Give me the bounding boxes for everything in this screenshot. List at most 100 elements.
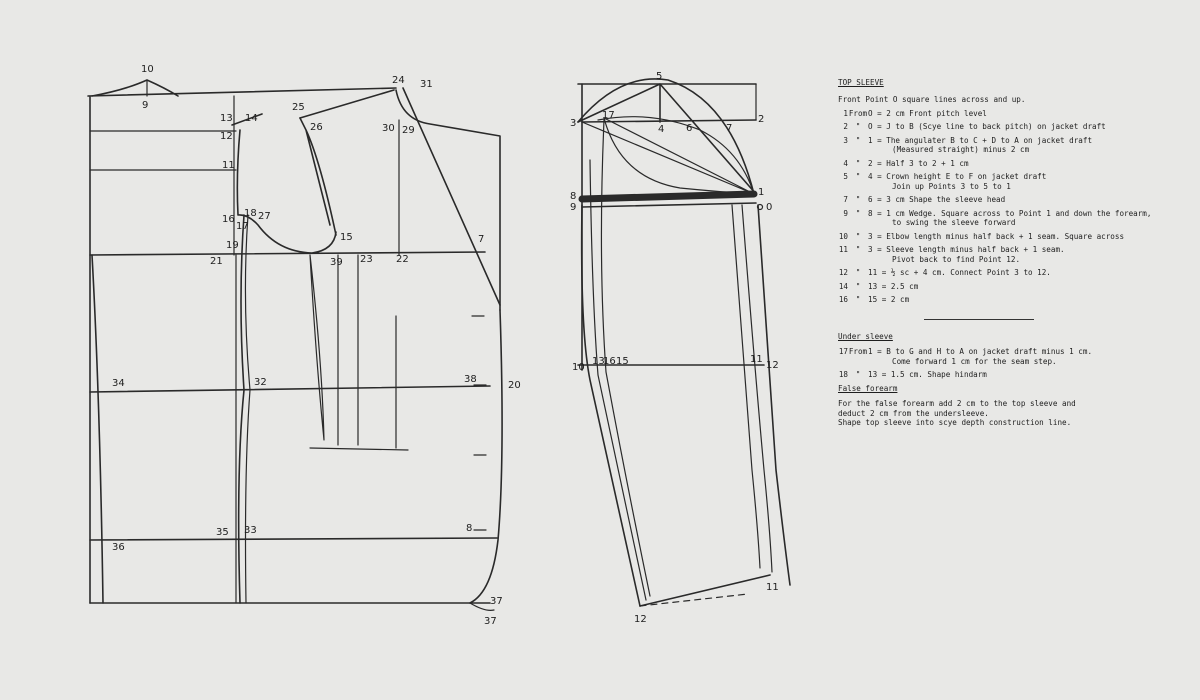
jacket-front-curve [469, 309, 503, 604]
instruction-step: 3"1 = The angulater B to C + D to A on j… [838, 136, 1178, 155]
jacket-point-label: 32 [254, 377, 267, 388]
step-ditto: " [855, 281, 861, 291]
jacket-front-shoulder [299, 89, 395, 119]
step-text: 2 = Half 3 to 2 + 1 cm [868, 158, 969, 168]
step-number: 7 [843, 195, 848, 205]
jacket-point-label: 18 [244, 208, 257, 219]
instruction-step: 10"3 = Elbow length minus half back + 1 … [838, 232, 1178, 241]
sleeve-point-label: 11 [750, 354, 763, 365]
instruction-step: 16"15 = 2 cm [838, 295, 1178, 304]
sleeve-hindarm-outer [580, 204, 641, 607]
jacket-point-label: 13 [220, 113, 233, 124]
step-number: 3 [843, 135, 848, 145]
sleeve-crown-triangle [577, 83, 757, 195]
false-forearm-heading: False forearm [838, 383, 898, 393]
jacket-point-label: 39 [330, 257, 343, 268]
step-text: 3 = Elbow length minus half back + 1 sea… [868, 231, 1125, 241]
step-number: 12 [838, 268, 848, 278]
sleeve-point-label: 6 [686, 123, 692, 134]
jacket-point-label: 25 [292, 102, 305, 113]
step-text-wrap: 3 = Sleeve length minus half back + 1 se… [868, 245, 1178, 264]
step-number: 11 [838, 245, 848, 255]
sleeve-point-label: 16 [603, 356, 616, 367]
step-text: 15 = 2 cm [868, 295, 910, 305]
step-continuation: (Measured straight) minus 2 cm [892, 145, 1030, 155]
instruction-step: 11 " 3 = Sleeve length minus half back + 1… [838, 245, 1178, 264]
jacket-point-label: 8 [466, 523, 472, 534]
section-divider [924, 318, 1034, 320]
instruction-step: 4 " 2 = Half 3 to 2 + 1 cm [838, 159, 1178, 168]
step-text-wrap: O = 2 cm Front pitch level [868, 109, 1178, 118]
instruction-step: 5"4 = Crown height E to F on jacket draf… [838, 172, 1178, 191]
sleeve-hindarm-mid [589, 159, 647, 601]
sleeve-point-label: 15 [616, 356, 629, 367]
jacket-point-label: 21 [210, 256, 223, 267]
sleeve-wedge-line [581, 202, 757, 208]
jacket-point-label: 24 [392, 75, 405, 86]
jacket-point-label: 26 [310, 122, 323, 133]
jacket-point-label: 23 [360, 254, 373, 265]
step-number: 2 [843, 122, 848, 132]
sleeve-forearm-mid [741, 204, 773, 573]
step-continuation: Come forward 1 cm for the seam step. [892, 356, 1057, 366]
jacket-point-label: 22 [396, 254, 409, 265]
step-text: 6 = 3 cm Shape the sleeve head [868, 195, 1006, 205]
step-ditto: " [855, 245, 861, 255]
jacket-side-alt [244, 214, 251, 604]
step-ditto: " [855, 208, 861, 218]
pattern-drafts: 10 9 24 31 25 13 14 26 30 29 12 11 16 17… [87, 64, 791, 627]
step-text: 11 = ½ sc + 4 cm. Connect Point 3 to 12. [868, 268, 1051, 278]
step-text: 1 = The angulater B to C + D to A on jac… [868, 135, 1093, 145]
step-text-wrap: 8 = 1 cm Wedge. Square across to Point 1… [868, 209, 1178, 228]
sleeve-cuff [639, 574, 771, 607]
jacket-back-shoulder [231, 113, 263, 126]
sleeve-point-label: 0 [766, 202, 772, 213]
step-text-wrap: 15 = 2 cm [868, 295, 1178, 304]
jacket-front-edge [402, 87, 501, 306]
step-text: 4 = Crown height E to F on jacket draft [868, 172, 1047, 182]
step-text-wrap: 6 = 3 cm Shape the sleeve head [868, 195, 1178, 204]
sleeve-point-label: 13 [592, 356, 605, 367]
sleeve-point-label: 2 [758, 114, 764, 125]
jacket-point-label: 14 [245, 113, 258, 124]
step-number: 1 [843, 108, 848, 118]
sleeve-wedge [578, 190, 758, 203]
step-ditto: " [855, 370, 861, 380]
jacket-hip-line [89, 537, 498, 541]
jacket-point-label: 29 [402, 125, 415, 136]
instruction-step: 7"6 = 3 cm Shape the sleeve head [838, 195, 1178, 204]
step-number: 17 [838, 347, 848, 357]
jacket-armhole [236, 129, 337, 254]
step-text: O = J to B (Scye line to back pitch) on … [868, 122, 1106, 132]
step-text: 13 = 1.5 cm. Shape hindarm [868, 370, 987, 380]
jacket-point-label: 20 [508, 380, 521, 391]
jacket-point-label: 31 [420, 79, 433, 90]
sleeve-point-label: 3 [570, 118, 576, 129]
jacket-point-label: 17 [236, 221, 249, 232]
step-text: 3 = Sleeve length minus half back + 1 se… [868, 245, 1065, 255]
under-sleeve-heading: Under sleeve [838, 331, 893, 341]
sleeve-point-label: 12 [634, 614, 647, 625]
drafting-instructions: TOP SLEEVE Front Point O square lines ac… [838, 78, 1178, 428]
false-forearm-line: deduct 2 cm from the undersleeve. [838, 408, 989, 418]
jacket-point-label: 11 [222, 160, 235, 171]
step-text-wrap: 1 = B to G and H to A on jacket draft mi… [868, 347, 1178, 366]
step-text-wrap: 13 = 2.5 cm [868, 282, 1178, 291]
jacket-shoulder-dart [299, 117, 337, 236]
jacket-point-label: 30 [382, 123, 395, 134]
sleeve-head-lines [581, 117, 755, 195]
jacket-pocket-line [309, 447, 409, 451]
jacket-point-label: 38 [464, 374, 477, 385]
step-text-wrap: 3 = Elbow length minus half back + 1 sea… [868, 232, 1178, 241]
step-ditto: " [855, 268, 861, 278]
step-continuation: to swing the sleeve forward [892, 218, 1016, 228]
step-number: 4 [843, 158, 848, 168]
sleeve-head-inner [597, 116, 755, 195]
step-ditto: From [848, 108, 868, 118]
step-ditto: " [855, 158, 861, 168]
sleeve-point-label: 5 [656, 71, 662, 82]
step-number: 10 [838, 231, 848, 241]
jacket-point-label: 10 [141, 64, 154, 75]
